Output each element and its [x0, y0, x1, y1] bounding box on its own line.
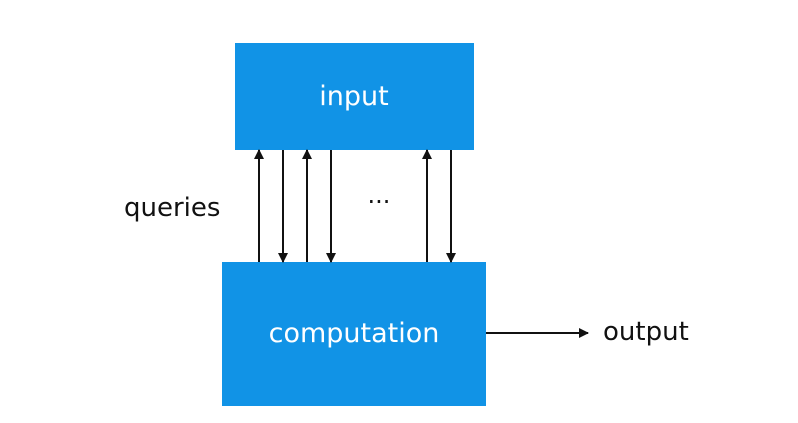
- input-box: [235, 43, 474, 150]
- computation-label: computation: [269, 318, 440, 349]
- input-label: input: [319, 81, 388, 112]
- input-node: input: [235, 43, 474, 150]
- computation-node: computation: [222, 262, 486, 406]
- queries-label: queries: [124, 193, 220, 223]
- computation-box: [222, 262, 486, 406]
- output-label: output: [603, 317, 689, 347]
- ellipsis-label: ···: [368, 188, 391, 216]
- query-arrows: [254, 149, 456, 263]
